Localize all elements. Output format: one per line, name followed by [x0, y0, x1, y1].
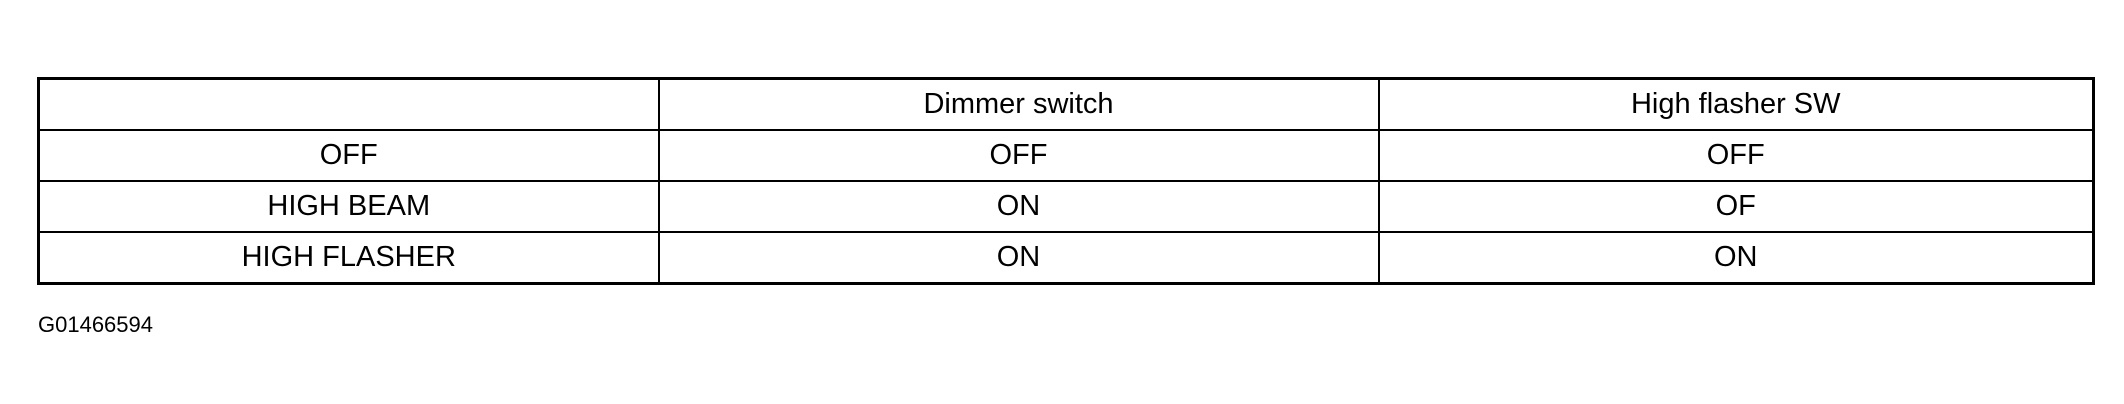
- switch-state-table-container: Dimmer switch High flasher SW OFF OFF OF…: [37, 77, 2095, 285]
- dimmer-switch-cell: ON: [657, 231, 1380, 285]
- table-row: HIGH FLASHER ON ON: [37, 231, 2095, 285]
- high-flasher-sw-cell: OF: [1377, 180, 2095, 233]
- figure-id-label: G01466594: [38, 312, 153, 337]
- dimmer-switch-cell: OFF: [657, 129, 1380, 182]
- row-label-cell: HIGH FLASHER: [37, 231, 660, 285]
- high-flasher-sw-cell: ON: [1377, 231, 2095, 285]
- switch-state-table: Dimmer switch High flasher SW OFF OFF OF…: [37, 77, 2095, 285]
- table-row: OFF OFF OFF: [37, 129, 2095, 182]
- table-row: HIGH BEAM ON OF: [37, 180, 2095, 233]
- row-label-cell: OFF: [37, 129, 660, 182]
- header-cell-high-flasher-sw: High flasher SW: [1377, 77, 2095, 131]
- header-cell-dimmer-switch: Dimmer switch: [657, 77, 1380, 131]
- high-flasher-sw-cell: OFF: [1377, 129, 2095, 182]
- dimmer-switch-cell: ON: [657, 180, 1380, 233]
- header-cell-blank: [37, 77, 660, 131]
- table-header-row: Dimmer switch High flasher SW: [37, 77, 2095, 131]
- row-label-cell: HIGH BEAM: [37, 180, 660, 233]
